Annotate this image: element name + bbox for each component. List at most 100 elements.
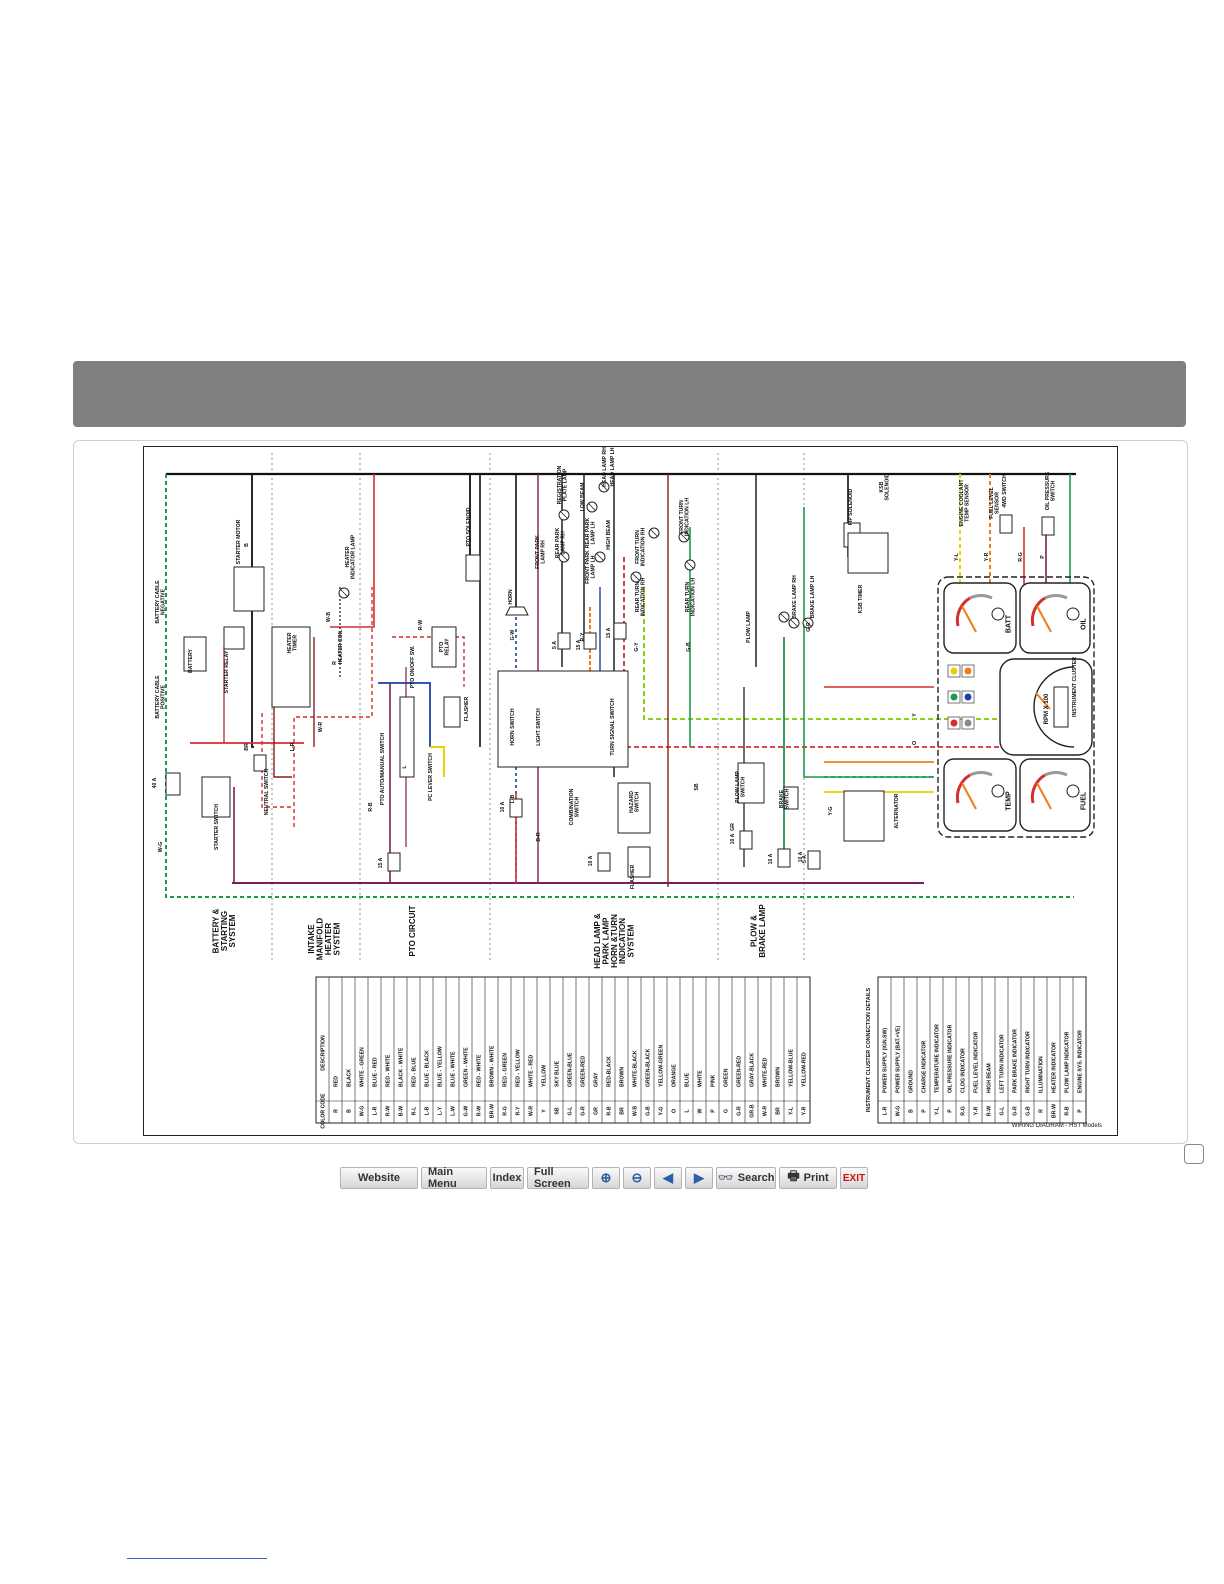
component-label-text: 4WD SWITCH [1002,474,1008,508]
description-cell-text: GREEN-RED [736,1056,742,1087]
alternator-symbol [843,790,885,842]
gauge-label-text: FUEL [1080,791,1087,810]
component-label-text: HEAD LAMP RH [602,447,608,487]
color-code-cell-text: G-L [567,1106,573,1116]
description-cell: PINK [710,1074,716,1087]
component-label: REAR PARKLAMP RH [555,528,566,559]
gauge-label-text: BATT [1005,614,1012,633]
page-corner-tab[interactable] [1184,1144,1204,1164]
fuse-label-text: 15 A [576,639,582,650]
wire-code-label: SB [694,783,700,790]
website-button[interactable]: Website [340,1167,418,1189]
description-cell: GRAY-BLACK [749,1053,755,1087]
fuse-label-text: 5 A [552,641,558,649]
wire-code-label-text: O [912,741,918,745]
zoom-in-button[interactable]: ⊕ [592,1167,620,1189]
cluster-description-cell-text: GROUND [908,1070,914,1093]
cluster-description-cell-text: HIGH BEAM [986,1063,992,1093]
component-label: PLOW LAMP [746,611,752,643]
fuse-label: 15 A [576,639,582,650]
color-code-cell-text: L-W [450,1106,456,1116]
description-cell: GREEN [723,1068,729,1087]
component-label-text: BRAKESWITCH [779,789,790,810]
zoom-out-button[interactable]: ⊖ [623,1167,651,1189]
component-label-text: FUEL LEVELSENSOR [989,486,1000,518]
component-label: FRONT TURNINDICATION LH [679,498,690,536]
flasher-symbol [443,696,461,728]
exit-button[interactable]: EXIT [840,1167,868,1189]
component-label-text: TURN SIGNAL SWITCH [610,698,616,756]
lamp-cross [804,619,812,627]
component-label-text: PTO ON/OFF SW. [410,645,416,688]
wire-rw-dashed [261,713,294,808]
component-label-text: HEATER COIL [338,629,344,665]
component-label: KSB TIMER [858,584,864,613]
component-label-text: ALTERNATOR [894,793,900,828]
neutral-switch-symbol [253,754,267,772]
color-code-cell: W-G [359,1106,365,1117]
cluster-code-cell-text: R-G [960,1106,966,1116]
cluster-code-cell: Y-L [934,1106,940,1115]
color-code-cell: R-W [385,1106,391,1116]
full-screen-button[interactable]: Full Screen [527,1166,589,1190]
gauge-symbol [1066,784,1080,798]
pto-solenoid-symbol [465,554,481,582]
description-cell-text: YELLOW-RED [801,1052,807,1087]
section-title: INTAKEMANIFOLDHEATERSYSTEM [307,918,341,960]
description-cell-text: YELLOW-BLUE [788,1049,794,1087]
color-code-cell-text: W-G [359,1106,365,1117]
component-label-text: BATTERY [188,649,194,673]
color-code-cell: BR [775,1107,781,1115]
cluster-description-cell-text: PARK BRAKE INDICATOR [1012,1029,1018,1093]
component-label-text: STARTER MOTOR [236,519,242,564]
component-label-text: REAR TURNINDICATION RH [635,577,646,616]
previous-page-button[interactable]: ◀ [654,1167,682,1189]
main-menu-button[interactable]: Main Menu [421,1166,487,1190]
description-cell-text: RED-BLACK [606,1056,612,1087]
fuse-10a-symbol [739,830,753,850]
color-code-cell-text: BR-W [489,1104,495,1118]
cluster-description-cell: POWER SUPPLY (IGN.SW) [882,1028,888,1093]
component-label-text: NEUTRAL SWITCH [264,768,270,815]
wire-code-label-text: R [332,661,338,665]
wire-code-label-text: G-R [806,622,812,632]
description-cell: BLUE - YELLOW [437,1046,443,1087]
component-label: LOW BEAM [580,483,586,512]
fuse-label: 10 A [768,853,774,864]
print-button[interactable]: 🖶Print [779,1167,837,1189]
tachometer-needle [1035,692,1051,710]
search-button[interactable]: 👓Search [716,1167,776,1189]
description-cell: BLUE - WHITE [450,1051,456,1087]
section-title: HEAD LAMP &PARK LAMPHORN &TURNINDICATION… [593,913,636,969]
wire-code-label-text: B-R [536,832,542,841]
navigation-toolbar: Website Main Menu Index Full Screen ⊕ ⊖ … [340,1166,868,1191]
color-code-cell-text: W [697,1108,703,1113]
color-code-cell: L-W [450,1106,456,1116]
cluster-code-cell: P [947,1109,953,1113]
fuse-10a-symbol [777,848,791,868]
cluster-code-cell-text: G-B [1025,1106,1031,1116]
component-label: PLOW LAMPSWITCH [735,771,746,803]
section-title-text: HEAD LAMP &PARK LAMPHORN &TURNINDICATION… [593,913,636,969]
wire-code-label: W-R [318,722,324,733]
footer-link-underline[interactable] [127,1558,267,1559]
fuse-10a-symbol [597,852,611,872]
wire-code-label: B-R [536,832,542,841]
index-button[interactable]: Index [490,1167,524,1189]
cluster-code-cell-text: R-B [1064,1106,1070,1115]
fuse-label: 10 A [730,833,736,844]
next-page-button[interactable]: ▶ [685,1167,713,1189]
cluster-code-cell: P [1077,1109,1083,1113]
diagram-caption: WIRING DIAGRAM - HST Models [1012,1123,1102,1129]
cluster-description-cell-text: ENGINE SYS. INDICATOR [1077,1030,1083,1093]
color-code-cell: G-R [736,1106,742,1116]
cluster-description-cell-text: POWER SUPPLY (BAT.+VE) [895,1026,901,1093]
color-code-cell-text: R-L [411,1106,417,1115]
description-cell-text: GREEN-BLACK [645,1048,651,1087]
component-label-text: PC LEVER SWITCH [428,753,434,801]
wire-code-label: L [402,765,408,769]
full-screen-label: Full Screen [534,1166,571,1190]
color-code-cell: P [710,1109,716,1113]
component-label: HEATERINDICATOR LAMP [345,534,356,579]
component-label-text: ENGINE COOLANTTEMP SENSOR [959,479,970,527]
